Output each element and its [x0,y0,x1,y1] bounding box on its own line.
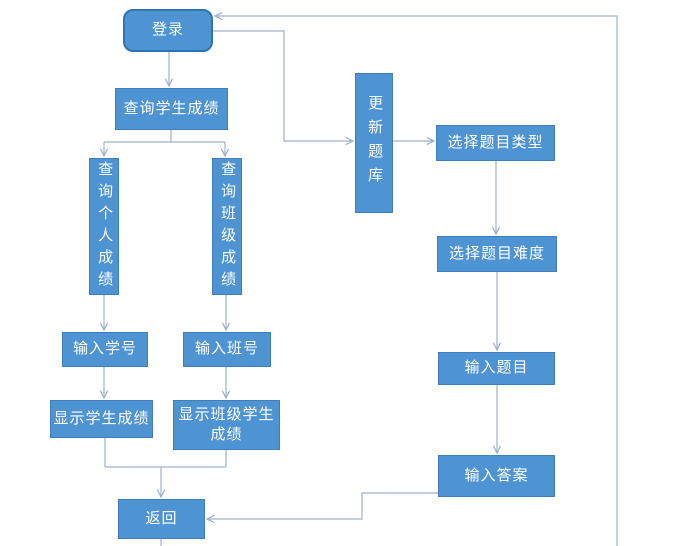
node-query-personal-grades-label: 查询个人成绩 [96,160,114,293]
node-query-student-grades[interactable]: 查询学生成绩 [115,88,228,130]
node-login[interactable]: 登录 [123,9,213,52]
node-select-question-type-label: 选择题目类型 [447,133,544,151]
node-login-label: 登录 [151,21,184,39]
node-query-class-grades[interactable]: 查询班级成绩 [212,158,242,295]
node-select-question-difficulty[interactable]: 选择题目难度 [437,236,557,272]
node-display-student-grades[interactable]: 显示学生成绩 [50,400,153,438]
node-return-label: 返回 [145,509,178,527]
node-update-question-bank-label: 更新题库 [366,95,384,191]
node-display-class-student-grades[interactable]: 显示班级学生成绩 [173,400,280,450]
node-query-class-grades-label: 查询班级成绩 [219,160,237,293]
node-display-class-student-grades-label: 显示班级学生成绩 [178,405,275,443]
node-select-question-type[interactable]: 选择题目类型 [436,125,555,161]
node-enter-class-id-label: 输入班号 [194,340,259,358]
connector-login-to-update-bank [213,30,355,146]
node-display-student-grades-label: 显示学生成绩 [53,409,150,427]
node-query-student-grades-label: 查询学生成绩 [123,99,220,117]
node-query-personal-grades[interactable]: 查询个人成绩 [89,158,119,295]
connector-answer-to-return [205,492,438,524]
node-enter-student-id[interactable]: 输入学号 [62,332,148,367]
node-select-question-difficulty-label: 选择题目难度 [448,244,545,262]
connector-loop-to-login [213,11,618,546]
node-update-question-bank[interactable]: 更新题库 [355,73,393,213]
node-enter-student-id-label: 输入学号 [72,340,137,358]
node-enter-class-id[interactable]: 输入班号 [183,332,271,367]
node-enter-answer-label: 输入答案 [464,466,529,484]
node-return[interactable]: 返回 [118,499,205,539]
node-enter-question-label: 输入题目 [464,359,529,377]
node-enter-answer[interactable]: 输入答案 [438,455,555,497]
node-enter-question[interactable]: 输入题目 [438,352,555,385]
